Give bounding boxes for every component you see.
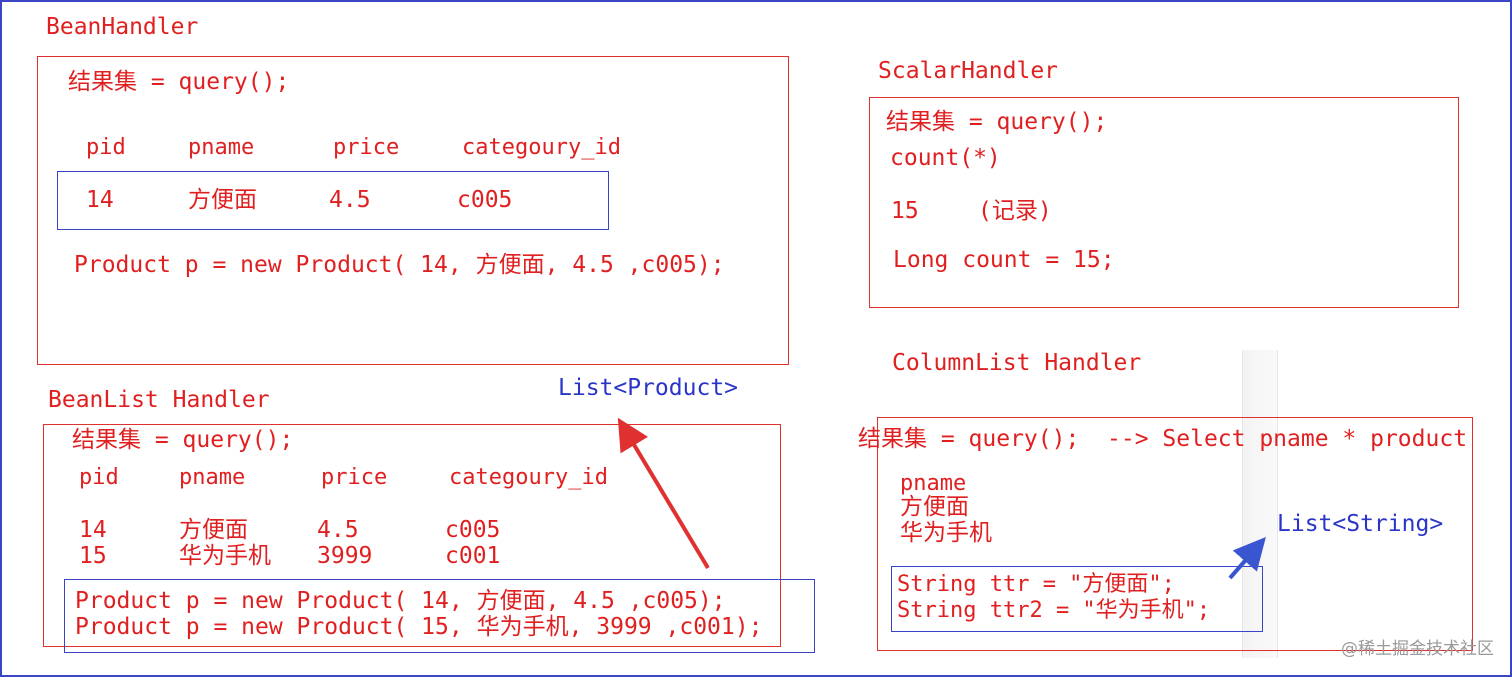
scalar-handler-value: 15: [891, 198, 919, 224]
column-list-code-line1: String ttr = "方便面";: [897, 572, 1175, 597]
bean-list-header-pid: pid: [79, 465, 119, 490]
bean-list-row2-pname: 华为手机: [179, 543, 271, 569]
scalar-handler-value-note: (记录): [978, 198, 1052, 224]
blue-arrow-to-list-string: [1228, 536, 1266, 580]
bean-handler-cell-category: c005: [457, 187, 513, 213]
column-list-handler-box: [877, 417, 1473, 651]
bean-list-header-pname: pname: [179, 465, 246, 490]
column-list-handler-title: ColumnList Handler: [892, 350, 1142, 376]
bean-handler-header-pname: pname: [188, 135, 255, 160]
column-list-code-highlight: [891, 566, 1263, 632]
bean-list-code-line2: Product p = new Product( 15, 华为手机, 3999 …: [75, 614, 763, 640]
bean-list-header-price: price: [321, 465, 388, 490]
bean-list-row2-pid: 15: [79, 543, 107, 569]
bean-list-row2-price: 3999: [317, 543, 373, 569]
bean-list-handler-title: BeanList Handler: [48, 387, 270, 413]
bean-list-row1-pname: 方便面: [179, 517, 248, 543]
bean-list-row1-category: c005: [445, 517, 501, 543]
scalar-handler-count: count(*): [890, 145, 1001, 171]
bean-list-code-line1: Product p = new Product( 14, 方便面, 4.5 ,c…: [75, 588, 726, 614]
column-list-value2: 华为手机: [900, 520, 992, 546]
column-list-list-label: List<String>: [1277, 511, 1444, 537]
bean-list-handler-result-line: 结果集 = query();: [72, 427, 294, 453]
bean-list-header-category: categoury_id: [449, 465, 608, 490]
bean-list-code-highlight: [64, 579, 815, 653]
bean-list-row1-pid: 14: [79, 517, 107, 543]
bean-list-row2-category: c001: [445, 543, 501, 569]
scalar-handler-result-line: 结果集 = query();: [886, 109, 1108, 135]
watermark: @稀土掘金技术社区: [1341, 639, 1494, 659]
vertical-divider: [1242, 350, 1278, 658]
bean-handler-code: Product p = new Product( 14, 方便面, 4.5 ,c…: [74, 252, 725, 278]
bean-handler-cell-pname: 方便面: [188, 187, 257, 213]
column-list-value1: 方便面: [900, 494, 969, 520]
bean-list-handler-list-label: List<Product>: [558, 375, 739, 401]
column-list-header: pname: [900, 471, 967, 496]
scalar-handler-code: Long count = 15;: [893, 247, 1115, 273]
bean-handler-header-category: categoury_id: [462, 135, 621, 160]
bean-list-handler-box: [43, 424, 781, 647]
scalar-handler-title: ScalarHandler: [878, 58, 1059, 84]
red-arrow-to-list-product: [617, 417, 710, 570]
bean-handler-cell-pid: 14: [86, 187, 114, 213]
bean-handler-title: BeanHandler: [46, 14, 199, 40]
bean-list-row1-price: 4.5: [317, 517, 359, 543]
bean-handler-box: [37, 56, 789, 365]
column-list-result-line: 结果集 = query(); --> Select pname * produc…: [858, 426, 1468, 452]
column-list-code-line2: String ttr2 = "华为手机";: [897, 598, 1211, 623]
bean-handler-result-line: 结果集 = query();: [68, 69, 290, 95]
bean-handler-header-price: price: [333, 135, 400, 160]
bean-handler-header-pid: pid: [86, 135, 126, 160]
bean-handler-row-highlight: [57, 171, 609, 230]
bean-handler-cell-price: 4.5: [329, 187, 371, 213]
scalar-handler-box: [869, 97, 1459, 308]
